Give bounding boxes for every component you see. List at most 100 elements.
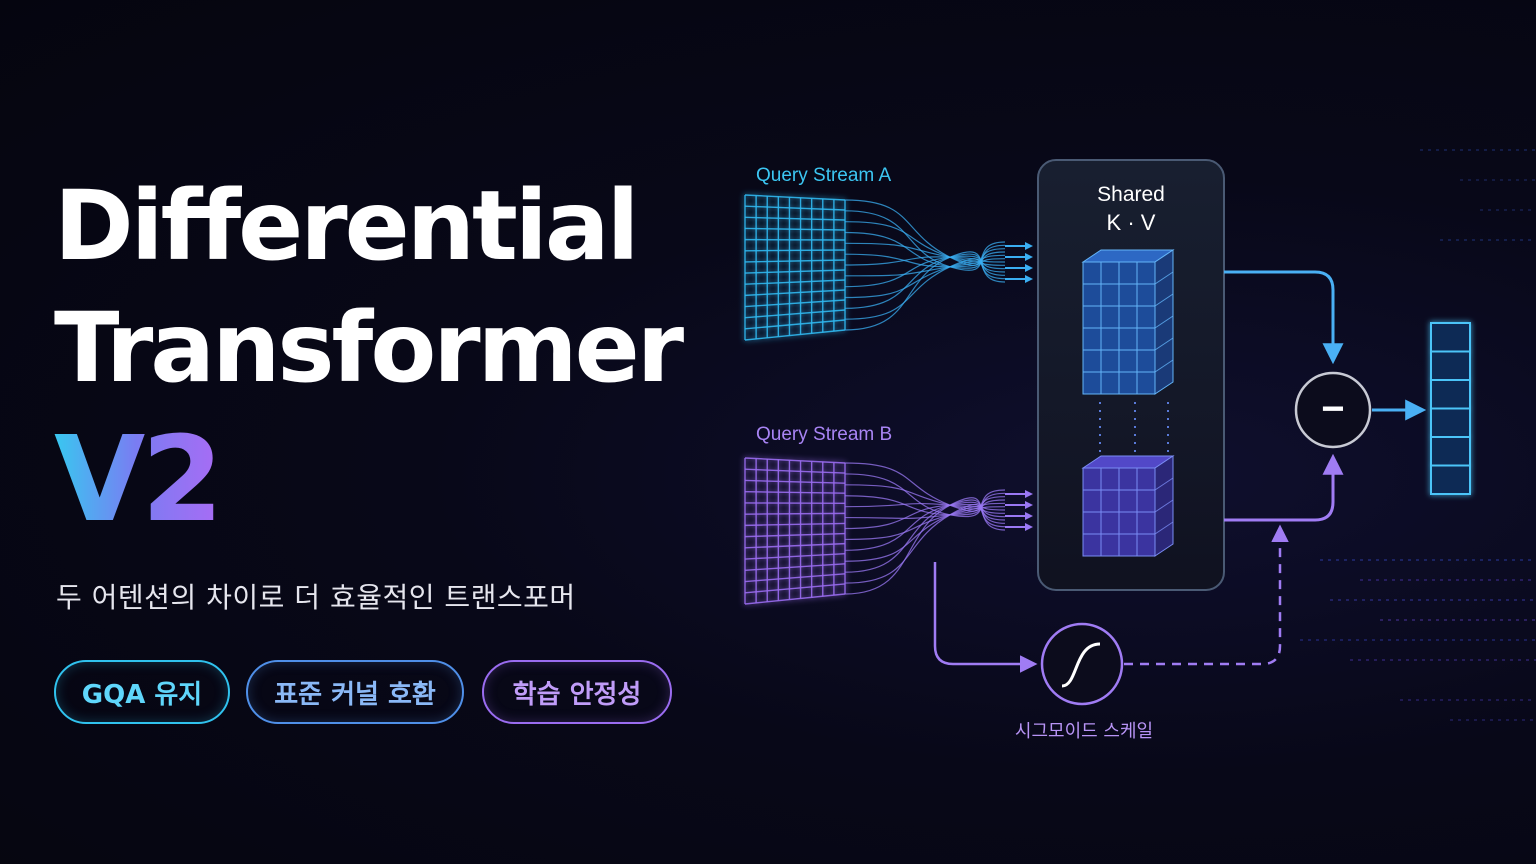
tag-standard-kernel: 표준 커널 호환: [246, 660, 464, 724]
query-stream-b-grid: [744, 457, 846, 605]
cube-cell: [1136, 305, 1156, 329]
funnel-fiber: [844, 497, 1006, 595]
cube-cell: [1082, 283, 1102, 307]
sigmoid-label: 시그모이드 스케일: [1015, 721, 1153, 742]
output-vector-cell: [1430, 350, 1471, 381]
funnel-arrow-head: [1025, 490, 1033, 498]
stream-b-to-sigmoid-arrow: [933, 562, 1038, 673]
stream-a-to-subtract-arrow: [1224, 270, 1344, 365]
grid-line: [744, 573, 846, 583]
grid-line: [744, 532, 846, 538]
sigmoid-node: [1040, 622, 1124, 706]
funnel-arrow-head: [1025, 501, 1033, 509]
cube-cell: [1136, 283, 1156, 307]
tag-training-stability: 학습 안정성: [482, 660, 672, 724]
cube-cell: [1136, 467, 1156, 491]
grid-line: [744, 194, 846, 201]
cube-cell: [1118, 305, 1138, 329]
grid-line: [744, 522, 846, 527]
cube-cell: [1118, 283, 1138, 307]
grid-line: [744, 279, 846, 285]
grid-line: [744, 259, 846, 263]
query-stream-a-funnel: [844, 199, 1033, 331]
grid-line: [744, 329, 846, 341]
cube-cell: [1100, 327, 1120, 351]
cube-cell: [1118, 511, 1138, 535]
cube-cell: [1118, 467, 1138, 491]
cube-side-line: [1154, 271, 1174, 285]
cube-cell: [1118, 489, 1138, 513]
cube-cell: [1136, 261, 1156, 285]
sigmoid-scale-arrow: [1124, 524, 1289, 666]
minus-icon: −: [1321, 387, 1344, 431]
cube-cell: [1118, 261, 1138, 285]
grid-line: [744, 468, 846, 474]
grid-line: [744, 299, 846, 308]
tag-training-stability-label: 학습 안정성: [512, 679, 642, 710]
grid-line: [744, 309, 846, 319]
output-vector-cell: [1430, 436, 1471, 467]
funnel-fiber: [844, 199, 1006, 266]
cube-cell: [1100, 283, 1120, 307]
shared-kv-cube-bottom: [1081, 455, 1175, 557]
cube-side-line: [1154, 477, 1174, 491]
kv-label: K · V: [1107, 210, 1156, 235]
cube-side-line: [1154, 499, 1174, 513]
cube-cell: [1118, 533, 1138, 557]
tag-gqa-label: GQA 유지: [81, 679, 203, 710]
cube-cell: [1118, 349, 1138, 373]
grid-line: [744, 457, 846, 464]
sigmoid-curve-icon: [1061, 642, 1101, 688]
title-version: V2: [54, 410, 223, 548]
shared-label: Shared: [1097, 183, 1165, 206]
cube-cell: [1100, 349, 1120, 373]
funnel-fiber: [844, 504, 1006, 584]
query-stream-b-label: Query Stream B: [756, 424, 892, 445]
grid-line: [744, 563, 846, 572]
cube-cell: [1100, 489, 1120, 513]
cube-side-line: [1154, 359, 1174, 373]
cube-cell: [1082, 305, 1102, 329]
subtitle: 두 어텐션의 차이로 더 효율적인 트랜스포머: [56, 581, 576, 614]
funnel-arrow-head: [1025, 275, 1033, 283]
tag-standard-kernel-label: 표준 커널 호환: [274, 679, 436, 710]
cube-cell: [1100, 305, 1120, 329]
cube-side-line: [1154, 337, 1174, 351]
cube-cell: [1118, 371, 1138, 395]
cube-side-line: [1154, 315, 1174, 329]
cube-cell: [1082, 511, 1102, 535]
query-stream-a-label: Query Stream A: [756, 165, 891, 186]
background-streaks: [1300, 149, 1536, 721]
grid-line: [744, 552, 846, 560]
output-vector: [1430, 322, 1471, 495]
cube-side-line: [1154, 293, 1174, 307]
title-line-2: Transformer: [54, 292, 684, 404]
grid-line: [744, 583, 846, 594]
cube-connector-dots: [1099, 402, 1169, 452]
cube-cell: [1118, 327, 1138, 351]
funnel-arrow-head: [1025, 253, 1033, 261]
cube-cell: [1100, 371, 1120, 395]
shared-kv-cube-top: [1081, 249, 1175, 395]
cube-cell: [1082, 371, 1102, 395]
grid-line: [744, 490, 846, 494]
cube-cell: [1136, 489, 1156, 513]
funnel-fiber: [844, 251, 1006, 331]
cube-cell: [1100, 467, 1120, 491]
funnel-fiber: [844, 260, 1006, 299]
stream-b-to-subtract-arrow: [1224, 453, 1344, 522]
cube-cell: [1100, 261, 1120, 285]
output-vector-cell: [1430, 407, 1471, 438]
output-vector-cell: [1430, 322, 1471, 353]
funnel-arrow-head: [1025, 523, 1033, 531]
cube-cell: [1136, 511, 1156, 535]
funnel-arrow-head: [1025, 242, 1033, 250]
grid-line: [744, 216, 846, 221]
output-vector-cell: [1430, 379, 1471, 410]
grid-line: [744, 593, 846, 605]
cube-side-line: [1154, 521, 1174, 535]
grid-line: [744, 512, 846, 515]
grid-line: [744, 227, 846, 231]
cube-cell: [1136, 327, 1156, 351]
